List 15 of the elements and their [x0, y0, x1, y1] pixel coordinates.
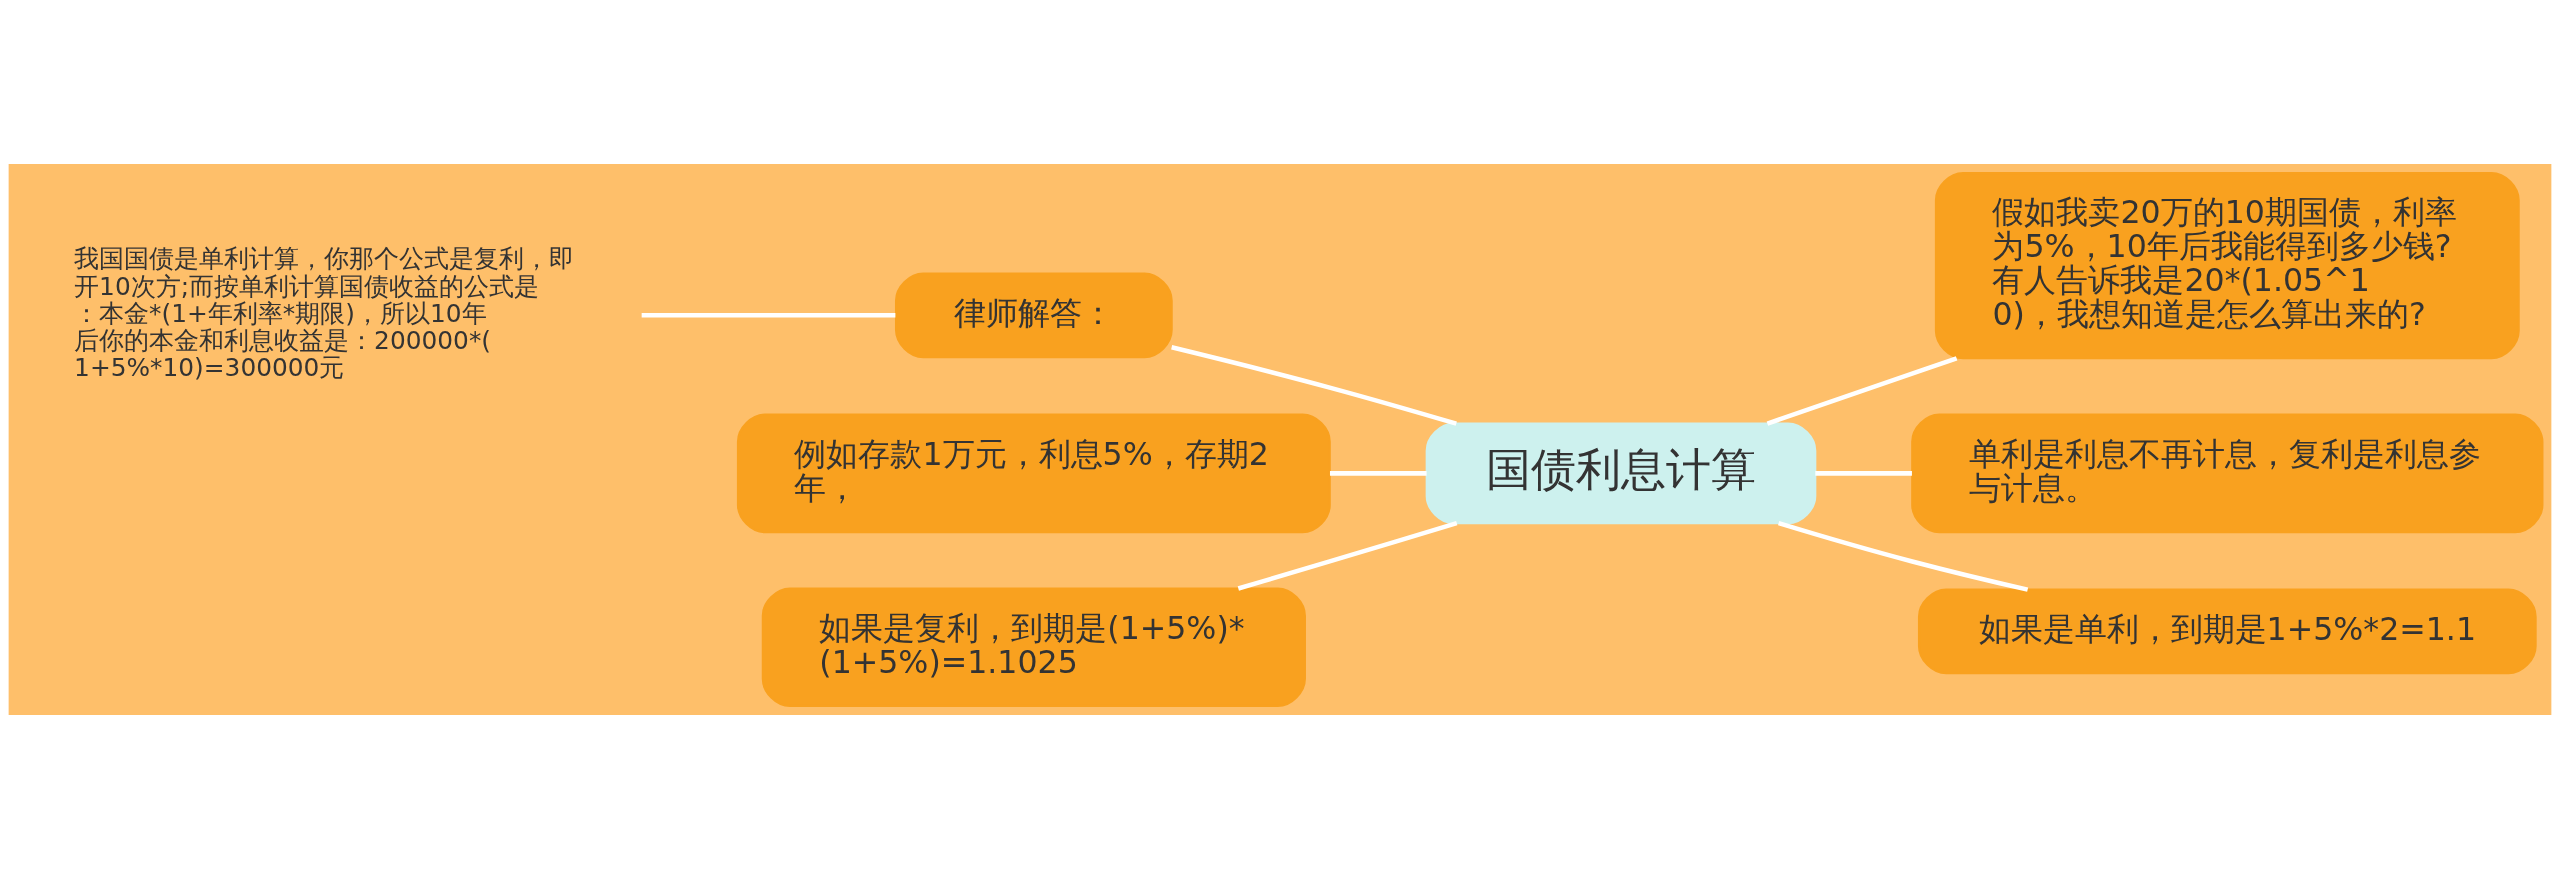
- node-box: 假如我卖20万的10期国债，利率为5%，10年后我能得到多少钱?有人告诉我是20*(1.05^10)，我想知道是怎么算出来的?: [1934, 171, 2520, 360]
- node-box: 例如存款1万元，利息5%，存期2年，: [736, 413, 1331, 534]
- connector: [1329, 471, 1427, 476]
- node-box: 国债利息计算: [1425, 422, 1817, 525]
- connector: [1766, 356, 1958, 426]
- node-text: 我国国债是单利计算，你那个公式是复利，即开10次方;而按单利计算国债收益的公式是：本金*(1+年利率*期限)，所以10年后你的本金和利息收益是：200000*(1+5%*10)=300000元: [74, 244, 575, 382]
- connector: [641, 313, 896, 318]
- connector: [1237, 520, 1458, 591]
- connector: [1171, 345, 1457, 426]
- connector: [1815, 471, 1912, 476]
- node-box: 单利是利息不再计息，复利是利息参与计息。: [1911, 413, 2544, 534]
- node-box: 律师解答：: [895, 272, 1173, 359]
- node-box: 如果是复利，到期是(1+5%)*(1+5%)=1.1025: [761, 587, 1306, 708]
- node-box: 如果是单利，到期是1+5%*2=1.1: [1917, 588, 2537, 675]
- connector: [1777, 520, 2029, 592]
